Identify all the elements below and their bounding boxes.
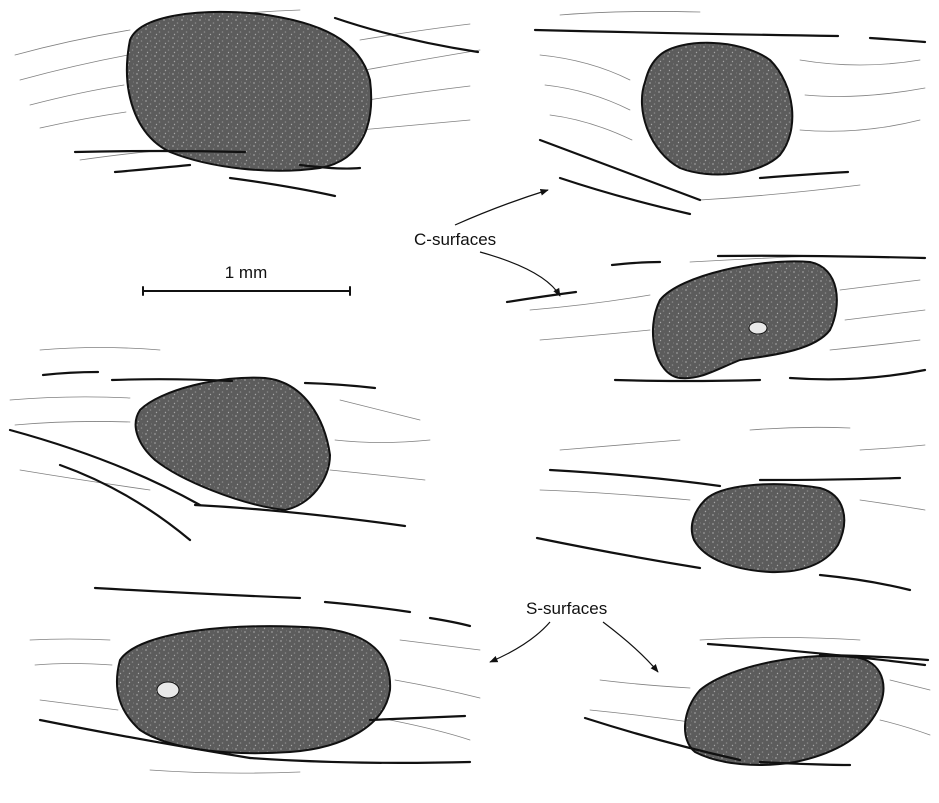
- clast-3: [653, 261, 837, 378]
- clast-1: [127, 12, 371, 171]
- clast-5: [692, 484, 844, 572]
- clast-group-5: [537, 427, 925, 590]
- s-surfaces-label: S-surfaces: [526, 599, 607, 618]
- scale-bar: 1 mm: [143, 263, 350, 295]
- clast-4: [136, 378, 330, 510]
- clast-group-4: [10, 348, 430, 541]
- clast-2: [642, 43, 792, 175]
- scale-bar-label: 1 mm: [225, 263, 268, 282]
- c-surfaces-arrow-2: [480, 252, 560, 296]
- c-surfaces-arrow-1: [455, 190, 548, 225]
- clast-group-6: [30, 588, 480, 773]
- s-surfaces-arrow-2: [603, 622, 658, 672]
- clast-group-1: [15, 10, 480, 196]
- clast-group-3: [507, 256, 925, 381]
- s-surfaces-arrow-1: [490, 622, 550, 662]
- clast-group-7: [585, 638, 930, 766]
- c-surfaces-label: C-surfaces: [414, 230, 496, 249]
- clast-group-2: [535, 11, 925, 214]
- clast-7: [685, 656, 883, 765]
